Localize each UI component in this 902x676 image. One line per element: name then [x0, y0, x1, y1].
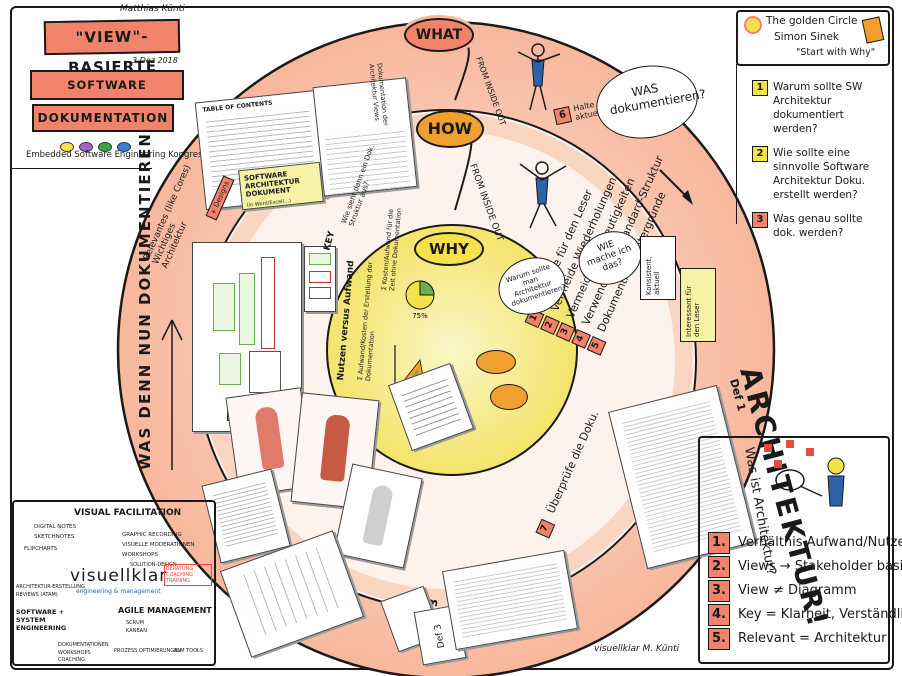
company-tagline: engineering & management: [76, 588, 161, 595]
agile-item-2: PROZESS OPTIMIERUNGEN: [114, 648, 182, 654]
question-2: 2 Wie sollte eine sinnvolle Software Arc…: [752, 146, 884, 202]
title-line-1: "VIEW"-BASIERTE: [43, 18, 181, 77]
summary-item-5-text: Relevant = Architektur: [738, 631, 887, 646]
why-badge: WHY: [414, 232, 484, 266]
why-label: WHY: [429, 240, 469, 258]
event-label: Embedded Software Engineering Kongress: [26, 150, 207, 160]
question-3-number: 3: [752, 212, 768, 228]
golden-circle-box: The golden Circle Simon Sinek "Start wit…: [736, 10, 890, 66]
arch-item-1: REVIEWS (ATAM): [16, 592, 58, 598]
summary-item-2-text: Views → Stakeholder basiert: [738, 559, 902, 574]
summary-item-1: 1. Verhältnis Aufwand/Nutzen: [708, 532, 902, 556]
title-divider: [12, 168, 152, 169]
vf-item-5: WORKSHOPS: [122, 552, 158, 558]
question-1: 1 Warum sollte SW Architektur dokumentie…: [752, 80, 884, 136]
arch-item-0: ARCHITEKTUR-ERSTELLUNG: [16, 584, 85, 590]
summary-item-4: 4. Key = Klarheit, Verständlichk.: [708, 604, 902, 628]
summary-item-1-text: Verhältnis Aufwand/Nutzen: [738, 535, 902, 550]
title-line-2: SOFTWARE ARCHITEKTUR: [30, 70, 184, 118]
bubble-interessant: Interessant für den Leser: [680, 268, 716, 342]
summary-item-3-text: View ≠ Diagramm: [738, 583, 857, 598]
company-box: VISUAL FACILITATION DIGITAL NOTES SKETCH…: [12, 500, 216, 666]
butterfly-catcher-icon: [764, 440, 845, 507]
why-orange-bubble-1: [476, 350, 516, 374]
golden-circle-title: The golden Circle: [766, 15, 858, 27]
summary-list: 1. Verhältnis Aufwand/Nutzen 2. Views → St…: [708, 532, 902, 652]
sw-architektur-document: SOFTWARE ARCHITEKTUR DOKUMENT (in Word/E…: [238, 161, 324, 211]
bubble-konsistent: Konsistent, aktuell: [640, 236, 676, 300]
questions-list: 1 Warum sollte SW Architektur dokumentie…: [752, 80, 884, 240]
question-3-text: Was genau sollte dok. werden?: [773, 213, 863, 239]
what-badge: WHAT: [404, 18, 474, 52]
how-badge: HOW: [416, 110, 484, 148]
signature: visuellklar M. Künti: [594, 644, 680, 654]
summary-item-3-number: 3.: [708, 580, 730, 602]
key-legend-card: [304, 246, 336, 312]
summary-item-2: 2. Views → Stakeholder basiert: [708, 556, 902, 580]
vf-item-1: SKETCHNOTES: [34, 534, 75, 540]
vf-item-6: SOLUTION-DESIGN: [130, 562, 177, 568]
summary-item-4-text: Key = Klarheit, Verständlichk.: [738, 607, 902, 622]
summary-item-4-number: 4.: [708, 604, 730, 626]
svg-text:75%: 75%: [412, 312, 428, 320]
bubble-interessant-text: Interessant für den Leser: [685, 285, 701, 337]
question-1-number: 1: [752, 80, 768, 96]
summary-list-box: [698, 436, 890, 664]
vf-item-0: DIGITAL NOTES: [34, 524, 77, 530]
what-label: WHAT: [415, 27, 463, 43]
def3-card-label: Def 3: [433, 623, 448, 649]
sw-item-1: WORKSHOPS: [58, 650, 91, 656]
summary-item-2-number: 2.: [708, 556, 730, 578]
stick-figure-jumping-icon: [519, 161, 567, 229]
why-orange-bubble-2: [490, 384, 528, 410]
vf-item-3: GRAPHIC RECORDING: [122, 532, 182, 538]
summary-item-1-number: 1.: [708, 532, 730, 554]
agile-item-3: ALM TOOLS: [174, 648, 203, 654]
agile-item-1: KANBAN: [126, 628, 147, 634]
agile-title: AGILE MANAGEMENT: [118, 606, 212, 615]
question-2-text: Wie sollte eine sinnvolle Software Archi…: [773, 147, 870, 201]
vf-item-4: VISUELLE MODERATIONEN: [122, 542, 195, 548]
question-1-text: Warum sollte SW Architektur dokumentiert…: [773, 81, 863, 135]
sw-item-2: COACHING: [58, 657, 86, 663]
golden-circle-subtitle: "Start with Why": [796, 47, 876, 58]
how-label: HOW: [427, 119, 473, 138]
questions-divider: [736, 64, 738, 224]
bubble-konsistent-text: Konsistent, aktuell: [645, 256, 661, 295]
agile-item-0: SCRUM: [126, 620, 145, 626]
label-was-dokumentieren: WAS DENN NUN DOKUMENTIEREN ?: [136, 114, 154, 470]
training-tag: BERATUNG COACHING TRAINING: [164, 564, 212, 586]
author-name: Matthias Künti: [120, 4, 185, 14]
company-logo: visuellklar: [70, 566, 168, 586]
book-icon: [861, 16, 885, 44]
date-label: 3 Dez 2018: [132, 56, 178, 65]
question-3: 3 Was genau sollte dok. werden?: [752, 212, 884, 240]
golden-circle-icon: [744, 16, 762, 34]
visual-facilitation-title: VISUAL FACILITATION: [74, 508, 182, 518]
golden-circle-author: Simon Sinek: [774, 31, 840, 43]
summary-item-5: 5. Relevant = Architektur: [708, 628, 902, 652]
speech-bubbles-icon: [60, 137, 150, 152]
summary-item-5-number: 5.: [708, 628, 730, 650]
question-2-number: 2: [752, 146, 768, 162]
sw-item-0: DOKUMENTATIONEN: [58, 642, 109, 648]
vf-item-2: FLIPCHARTS: [24, 546, 58, 552]
sw-sys-title: SOFTWARE + SYSTEM ENGINEERING: [16, 608, 67, 632]
title-line-3: DOKUMENTATION: [32, 104, 174, 132]
stick-figure-confused-icon: [517, 43, 561, 111]
summary-item-3: 3. View ≠ Diagramm: [708, 580, 902, 604]
